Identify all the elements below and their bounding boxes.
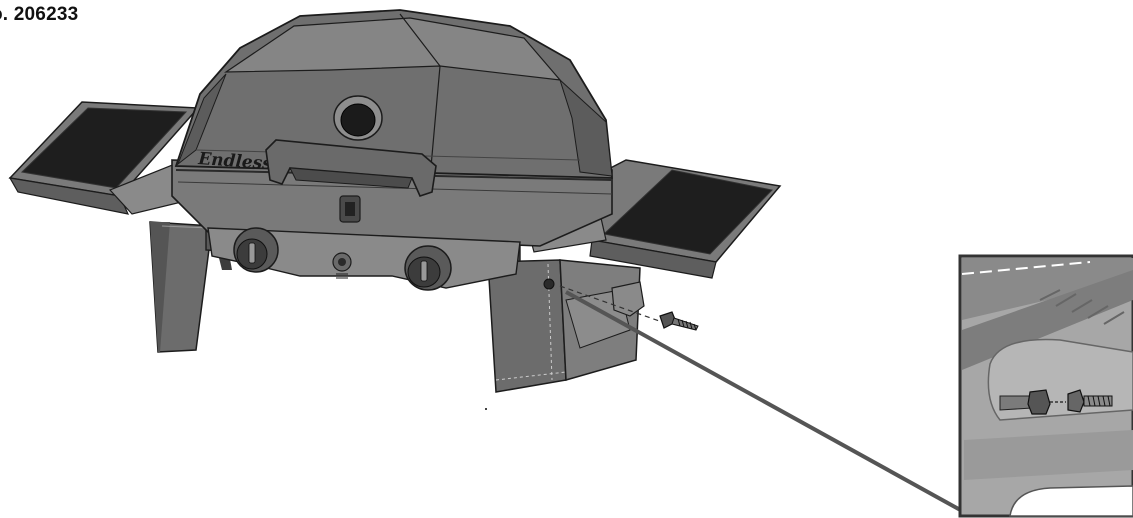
grill-lid [174, 9, 614, 179]
detail-leader-line [565, 290, 965, 514]
thermometer-gauge [333, 95, 383, 141]
hex-bolt [659, 311, 699, 331]
left-side-shelf [8, 101, 200, 215]
left-burner-knob [233, 227, 279, 273]
right-leg [487, 259, 641, 393]
lid-latch [339, 195, 361, 223]
igniter-button [332, 252, 352, 279]
mounting-bracket [611, 281, 645, 317]
left-leg [149, 221, 213, 353]
bolt-insertion-path [559, 285, 663, 323]
right-burner-knob [404, 245, 452, 291]
print-speck [485, 408, 487, 410]
part-number-heading: o. 206233 [0, 4, 79, 25]
detail-inset [958, 254, 1133, 518]
lid-handle [265, 139, 437, 197]
